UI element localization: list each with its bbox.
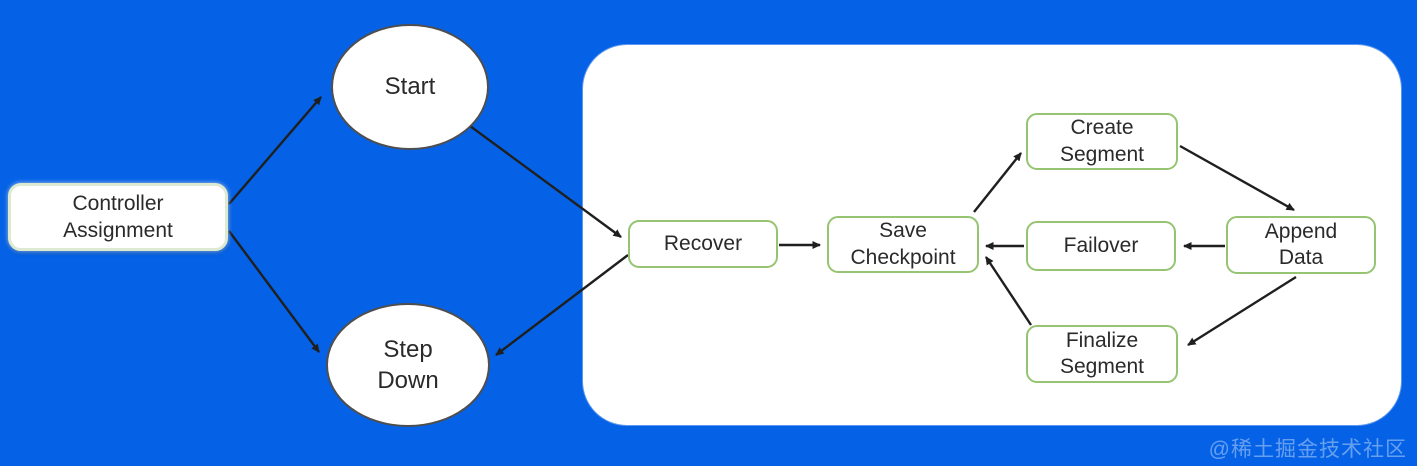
node-label: Finalize Segment	[1059, 328, 1145, 378]
node-create-segment: Create Segment	[1026, 113, 1178, 170]
node-label: Step Down	[377, 335, 439, 394]
node-label: Append Data	[1264, 219, 1338, 269]
edge-save-checkpoint-to-create-segment	[973, 152, 1022, 213]
edge-create-segment-to-append-data	[1179, 144, 1295, 212]
node-label: Save Checkpoint	[850, 219, 956, 269]
node-failover: Failover	[1026, 221, 1176, 271]
node-step-down: Step Down	[326, 303, 490, 427]
node-save-checkpoint: Save Checkpoint	[827, 216, 979, 273]
node-finalize-segment: Finalize Segment	[1026, 325, 1178, 383]
edge-controller-assignment-to-step-down	[228, 230, 320, 353]
watermark: @稀土掘金技术社区	[1208, 438, 1407, 461]
edge-finalize-segment-to-save-checkpoint	[984, 256, 1033, 326]
edge-start-to-recover	[469, 125, 622, 238]
node-recover: Recover	[628, 220, 778, 268]
node-label: Failover	[1063, 233, 1139, 257]
node-label: Controller Assignment	[63, 191, 173, 242]
node-controller-assignment: Controller Assignment	[8, 183, 228, 251]
node-label: Start	[384, 73, 436, 101]
node-start: Start	[331, 24, 489, 150]
node-label: Create Segment	[1059, 116, 1145, 166]
edge-append-data-to-finalize-segment	[1187, 275, 1297, 347]
node-label: Recover	[663, 231, 743, 255]
node-append-data: Append Data	[1226, 216, 1376, 274]
edge-recover-to-step-down	[495, 254, 629, 356]
edge-controller-assignment-to-start	[228, 96, 322, 205]
